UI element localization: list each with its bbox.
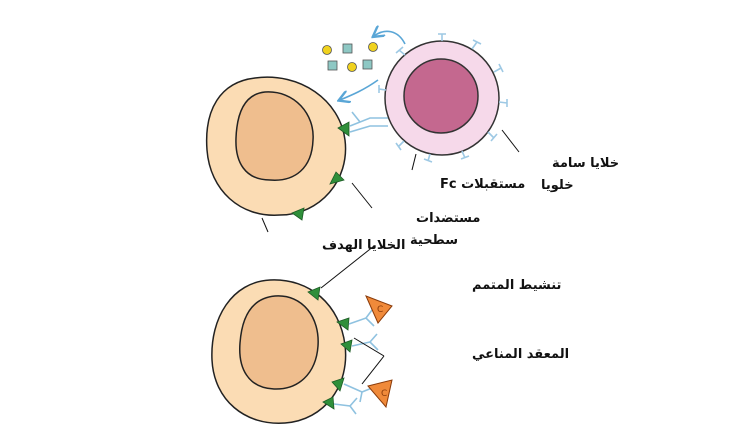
label-surface-antigens: مستضدات <box>416 211 480 226</box>
release-arrows <box>340 31 406 100</box>
arrow-to-granules <box>374 31 406 45</box>
arrow-to-target <box>340 79 379 100</box>
complement-triangle <box>365 295 393 324</box>
lower-antibodies <box>333 309 379 415</box>
complement-glyph: C <box>377 305 383 315</box>
label-cytotoxic-cells-2: خلويا <box>541 178 574 193</box>
complement-triangle <box>367 379 393 409</box>
labels: خلايا سامة خلويا مستقبلات Fc مستضدات سطح… <box>322 156 619 362</box>
antigen-triangle <box>307 286 321 301</box>
cytotoxic-granules <box>322 42 378 72</box>
upper-surface-antigens <box>291 121 350 221</box>
antigen-triangle <box>340 339 353 353</box>
complement-glyph: C <box>381 389 387 399</box>
cytotoxic-cell <box>384 40 500 156</box>
antigen-triangle <box>337 121 350 137</box>
granule-circle <box>322 45 332 55</box>
cytotoxic-nucleus <box>403 58 479 134</box>
fc-receptors <box>378 33 508 163</box>
granule-circle <box>347 62 357 72</box>
label-cytotoxic-cells: خلايا سامة <box>552 156 619 171</box>
granule-square <box>327 60 338 71</box>
upper-antibody <box>349 111 388 133</box>
complement-proteins: C C <box>365 295 393 409</box>
label-target-cells: الخلايا الهدف <box>322 238 405 253</box>
label-surface-antigens-2: سطحية <box>410 233 458 248</box>
lower-surface-antigens <box>307 286 353 410</box>
antigen-triangle <box>322 396 335 410</box>
label-fc-receptors: مستقبلات Fc <box>440 177 525 192</box>
label-complement-activation: تنشيط المتمم <box>472 278 561 293</box>
granule-circle <box>368 42 378 52</box>
antigen-triangle <box>336 317 350 331</box>
granule-square <box>362 59 373 70</box>
granule-square <box>342 43 353 54</box>
upper-target-cell <box>205 76 347 216</box>
label-immune-complex: المعقد المناعي <box>472 347 569 362</box>
lower-target-cell <box>211 279 347 424</box>
antigen-triangle <box>291 207 305 221</box>
leader-lines <box>261 129 520 385</box>
lower-target-nucleus <box>239 295 319 390</box>
antigen-triangle <box>329 171 345 185</box>
upper-target-nucleus <box>235 91 314 181</box>
antigen-triangle <box>331 377 345 392</box>
